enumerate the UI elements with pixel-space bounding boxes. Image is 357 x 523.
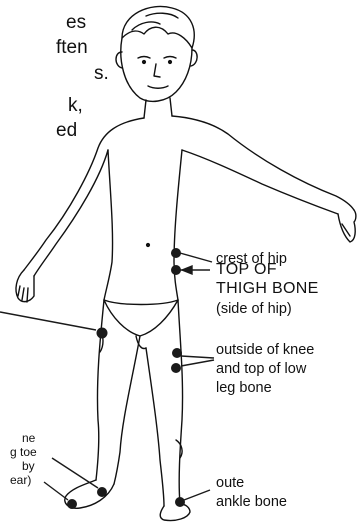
label-top-of-thigh-bone-1: TOP OF <box>216 262 277 278</box>
marker-top-of-thigh-bone <box>171 265 181 275</box>
intro-fragment-5: ed <box>56 121 77 140</box>
intro-fragment-4: k, <box>68 96 83 115</box>
foot-left <box>160 504 190 521</box>
pointer-big-toe <box>44 482 68 500</box>
intro-fragment-1: es <box>66 13 86 32</box>
intro-fragment-2: ften <box>56 38 88 57</box>
hand-left <box>338 210 356 242</box>
marker-inner-knee <box>97 328 108 339</box>
label-side-of-hip: (side of hip) <box>216 302 292 317</box>
marker-ankle-left <box>97 487 107 497</box>
left-leg-outer <box>178 300 183 504</box>
pointer-ankle-left <box>52 458 98 488</box>
label-ankle-bone: ankle bone <box>216 495 287 510</box>
marker-top-of-lower-leg-bone <box>171 363 181 373</box>
left-arm-outline <box>172 116 354 210</box>
torso-left <box>174 150 182 300</box>
left-leg-inner <box>146 348 164 506</box>
marker-big-toe <box>67 499 77 509</box>
marker-outside-of-knee <box>172 348 182 358</box>
marker-outer-ankle <box>175 497 185 507</box>
label-left-fragment-3: by <box>22 460 35 472</box>
label-outer: oute <box>216 476 244 491</box>
head <box>121 38 192 101</box>
label-left-fragment-1: ne <box>22 432 35 444</box>
pointer-crest-of-hip <box>180 253 212 262</box>
torso-right <box>104 150 113 300</box>
label-top-of-lower-leg-bone: and top of low <box>216 362 306 377</box>
hand-right <box>16 270 34 302</box>
marker-crest-of-hip <box>171 248 181 258</box>
pointer-outside-of-knee <box>181 356 214 358</box>
pointer-inner-knee <box>0 312 96 330</box>
label-top-of-thigh-bone-2: THIGH BONE <box>216 281 319 297</box>
label-outside-of-knee: outside of knee <box>216 343 314 358</box>
right-leg-outer <box>96 300 104 480</box>
label-left-fragment-2: g toe <box>10 446 37 458</box>
intro-fragment-3: s. <box>94 64 109 83</box>
label-left-fragment-4: ear) <box>10 474 31 486</box>
right-leg-inner <box>114 336 140 484</box>
label-leg-bone: leg bone <box>216 381 272 396</box>
pointer-outer-ankle <box>184 490 210 500</box>
right-arm-outline <box>24 118 144 270</box>
arrowhead-thigh-bone <box>182 266 192 274</box>
